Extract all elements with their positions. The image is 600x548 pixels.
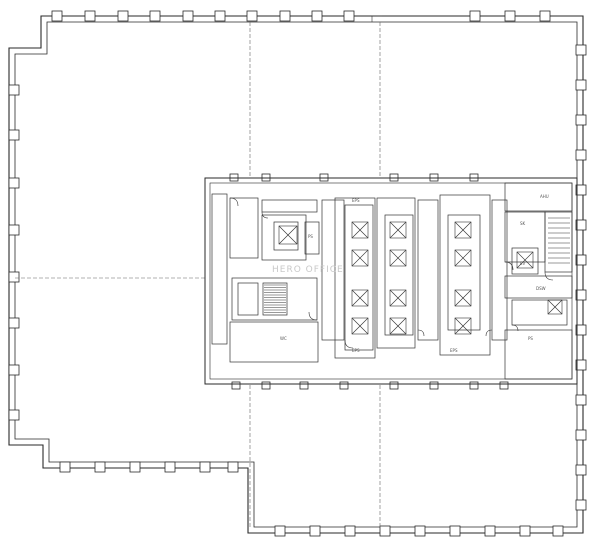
column-core-8 <box>299 381 309 390</box>
column-top-12 <box>539 10 551 22</box>
column-left-3 <box>8 224 20 236</box>
column-bottom-6 <box>484 525 496 537</box>
elevator-shaft-13 <box>516 251 534 269</box>
column-bottom-4 <box>414 525 426 537</box>
structural-columns <box>8 10 587 537</box>
column-top-5 <box>214 10 226 22</box>
watermark: HERO OFFICE <box>272 265 344 275</box>
elevator-shaft-5 <box>389 249 407 267</box>
grid-lines <box>15 22 381 527</box>
label-wc: WC <box>280 336 287 341</box>
label-eps-3: EPS <box>450 348 458 353</box>
room-labels: EPS EPS EPS PS PS EV WC DSW SK AHU <box>280 194 549 353</box>
column-left-6 <box>8 364 20 376</box>
door-swings <box>229 15 554 349</box>
elevator-shaft-6 <box>389 289 407 307</box>
core-outline <box>204 177 578 385</box>
column-left-7 <box>8 409 20 421</box>
column-left-2 <box>8 177 20 189</box>
label-ps-2: PS <box>528 336 533 341</box>
column-left-0 <box>8 84 20 96</box>
column-lower-wing-0 <box>59 461 71 473</box>
label-eps-1: EPS <box>352 198 360 203</box>
column-right-5 <box>575 219 587 231</box>
column-right-7 <box>575 289 587 301</box>
column-top-4 <box>182 10 194 22</box>
elevator-shaft-11 <box>454 317 472 335</box>
column-left-4 <box>8 271 20 283</box>
column-core-12 <box>469 381 479 390</box>
column-bottom-3 <box>379 525 391 537</box>
elevator-shaft-12 <box>278 225 298 245</box>
column-top-11 <box>504 10 516 22</box>
elevator-shaft-8 <box>454 221 472 239</box>
column-top-7 <box>279 10 291 22</box>
column-right-10 <box>575 394 587 406</box>
label-dsw: DSW <box>536 286 546 291</box>
column-bottom-2 <box>344 525 356 537</box>
elevator-shaft-1 <box>351 249 369 267</box>
elevator-shaft-10 <box>454 289 472 307</box>
column-right-6 <box>575 254 587 266</box>
label-ahu: AHU <box>540 194 549 199</box>
label-ps-1: PS <box>308 234 313 239</box>
column-bottom-7 <box>519 525 531 537</box>
elevator-shaft-7 <box>389 317 407 335</box>
column-core-11 <box>429 381 439 390</box>
column-top-3 <box>149 10 161 22</box>
stairwell <box>264 217 570 313</box>
column-bottom-0 <box>274 525 286 537</box>
elevator-shaft-2 <box>351 289 369 307</box>
column-right-4 <box>575 184 587 196</box>
column-lower-wing-5 <box>227 461 239 473</box>
core-partitions <box>211 182 573 380</box>
column-top-8 <box>311 10 323 22</box>
column-right-8 <box>575 324 587 336</box>
elevator-shaft-14 <box>547 299 563 315</box>
column-top-1 <box>84 10 96 22</box>
label-ev: EV <box>520 261 526 266</box>
label-eps-2: EPS <box>352 348 360 353</box>
column-top-0 <box>51 10 63 22</box>
column-bottom-8 <box>552 525 564 537</box>
elevator-shafts <box>278 221 563 335</box>
column-top-9 <box>343 10 355 22</box>
column-core-6 <box>231 381 241 390</box>
column-left-5 <box>8 317 20 329</box>
column-right-11 <box>575 429 587 441</box>
elevator-shaft-9 <box>454 249 472 267</box>
column-lower-wing-4 <box>199 461 211 473</box>
label-sk: SK <box>520 221 526 226</box>
elevator-shaft-4 <box>389 221 407 239</box>
column-right-1 <box>575 79 587 91</box>
column-top-10 <box>469 10 481 22</box>
column-right-12 <box>575 464 587 476</box>
column-right-2 <box>575 114 587 126</box>
column-bottom-1 <box>309 525 321 537</box>
column-core-9 <box>339 381 349 390</box>
column-right-9 <box>575 359 587 371</box>
column-lower-wing-3 <box>164 461 176 473</box>
column-lower-wing-1 <box>94 461 106 473</box>
column-top-2 <box>117 10 129 22</box>
elevator-shaft-3 <box>351 317 369 335</box>
column-left-1 <box>8 129 20 141</box>
column-right-3 <box>575 149 587 161</box>
column-right-0 <box>575 44 587 56</box>
column-core-7 <box>261 381 271 390</box>
column-bottom-5 <box>449 525 461 537</box>
elevator-shaft-0 <box>351 221 369 239</box>
column-lower-wing-2 <box>129 461 141 473</box>
column-core-13 <box>499 381 509 390</box>
column-core-10 <box>389 381 399 390</box>
column-right-13 <box>575 499 587 511</box>
column-top-6 <box>246 10 258 22</box>
